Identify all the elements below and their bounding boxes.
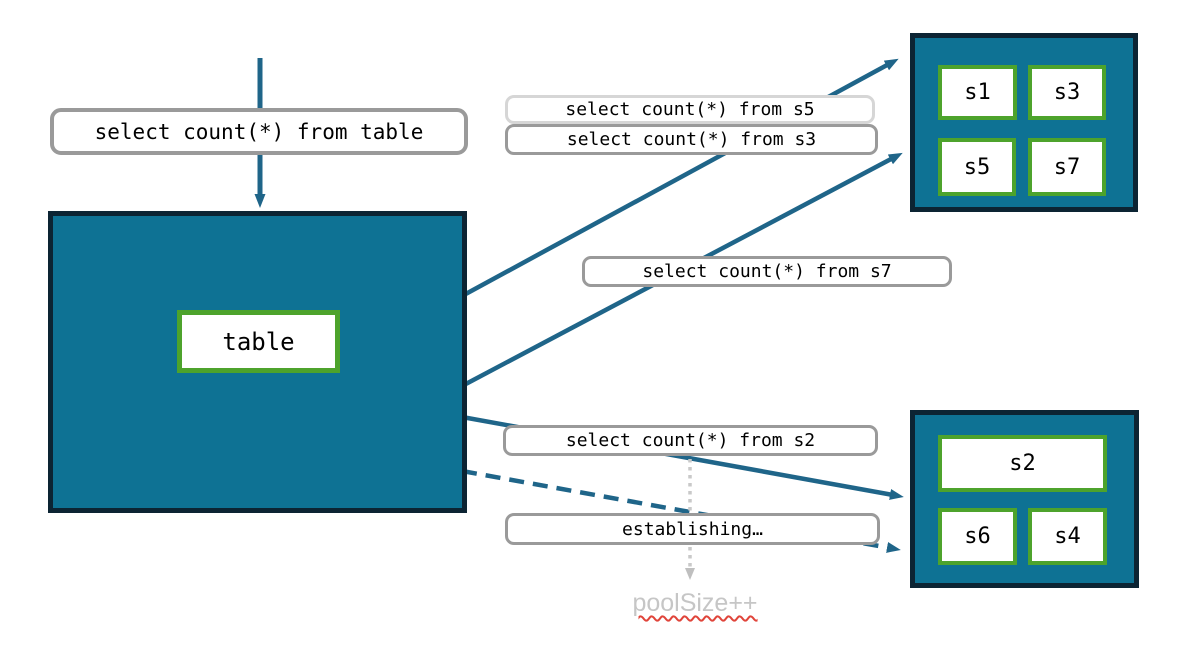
main-table-box: table (177, 310, 340, 373)
shard-s5: s5 (938, 138, 1016, 196)
shard-pool-bottom: s2 s6 s4 (910, 410, 1139, 588)
shard-s2: s2 (938, 435, 1107, 492)
shard-s3: s3 (1028, 65, 1106, 120)
query-label-s7: select count(*) from s7 (582, 256, 952, 287)
query-label-s5: select count(*) from s5 (505, 95, 875, 124)
query-label-s3: select count(*) from s3 (505, 124, 878, 155)
shard-s1: s1 (938, 65, 1017, 120)
query-label-establishing: establishing… (505, 513, 880, 545)
shard-s7: s7 (1028, 138, 1106, 196)
pool-size-annotation: poolSize++ (632, 589, 758, 617)
shard-s4: s4 (1028, 508, 1107, 565)
query-label-s2: select count(*) from s2 (503, 425, 878, 456)
shard-s6: s6 (938, 508, 1017, 565)
shard-pool-top: s1 s3 s5 s7 (910, 33, 1138, 212)
query-label-table: select count(*) from table (50, 108, 468, 155)
